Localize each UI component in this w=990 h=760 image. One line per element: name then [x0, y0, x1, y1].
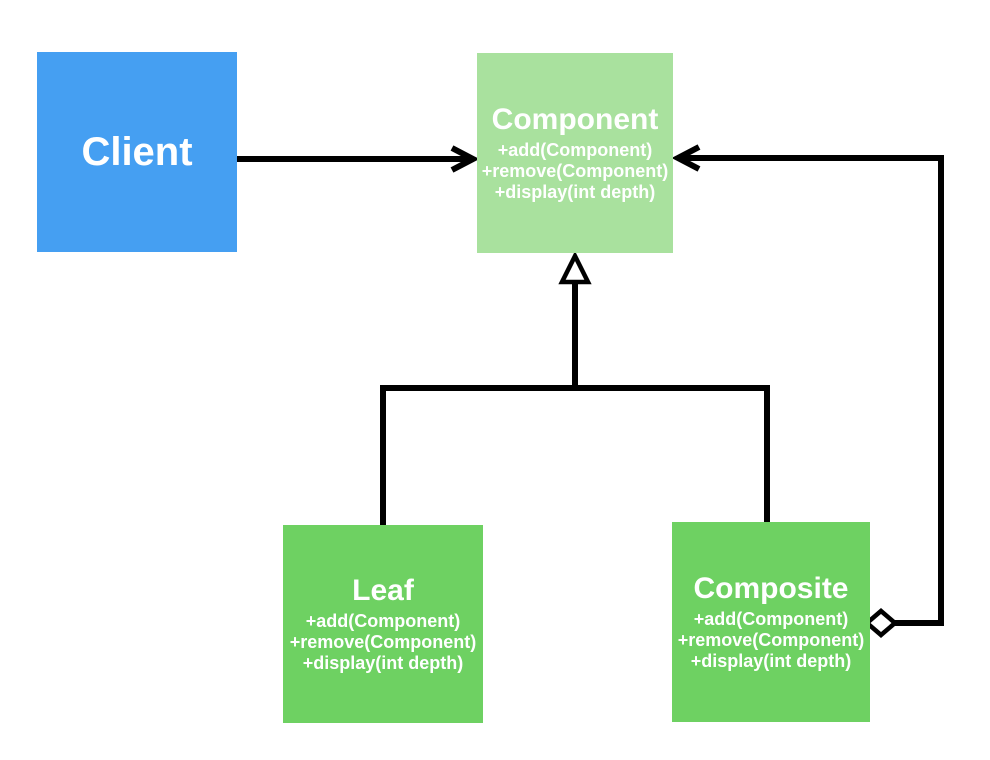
class-method: +remove(Component): [289, 632, 477, 652]
generalization-connector: [380, 250, 770, 525]
class-method: +add(Component): [497, 140, 653, 160]
class-title: Component: [491, 103, 659, 136]
class-method: +display(int depth): [302, 653, 464, 673]
class-method: +add(Component): [305, 611, 461, 631]
class-box-component: Component +add(Component) +remove(Compon…: [477, 53, 673, 253]
class-title: Client: [81, 130, 193, 174]
open-arrowhead-icon: [671, 144, 701, 172]
class-method: +remove(Component): [677, 630, 865, 650]
class-box-client: Client: [37, 52, 237, 252]
class-method: +display(int depth): [494, 182, 656, 202]
class-box-composite: Composite +add(Component) +remove(Compon…: [672, 522, 870, 722]
hollow-diamond-icon: [863, 608, 899, 638]
class-box-leaf: Leaf +add(Component) +remove(Component) …: [283, 525, 483, 723]
class-method: +display(int depth): [690, 651, 852, 671]
class-method: +add(Component): [693, 609, 849, 629]
open-arrowhead-icon: [450, 145, 480, 173]
class-method: +remove(Component): [481, 161, 669, 181]
class-title: Leaf: [352, 574, 414, 607]
association-client-component: [237, 145, 480, 173]
class-title: Composite: [693, 572, 849, 605]
hollow-triangle-icon: [558, 250, 592, 285]
